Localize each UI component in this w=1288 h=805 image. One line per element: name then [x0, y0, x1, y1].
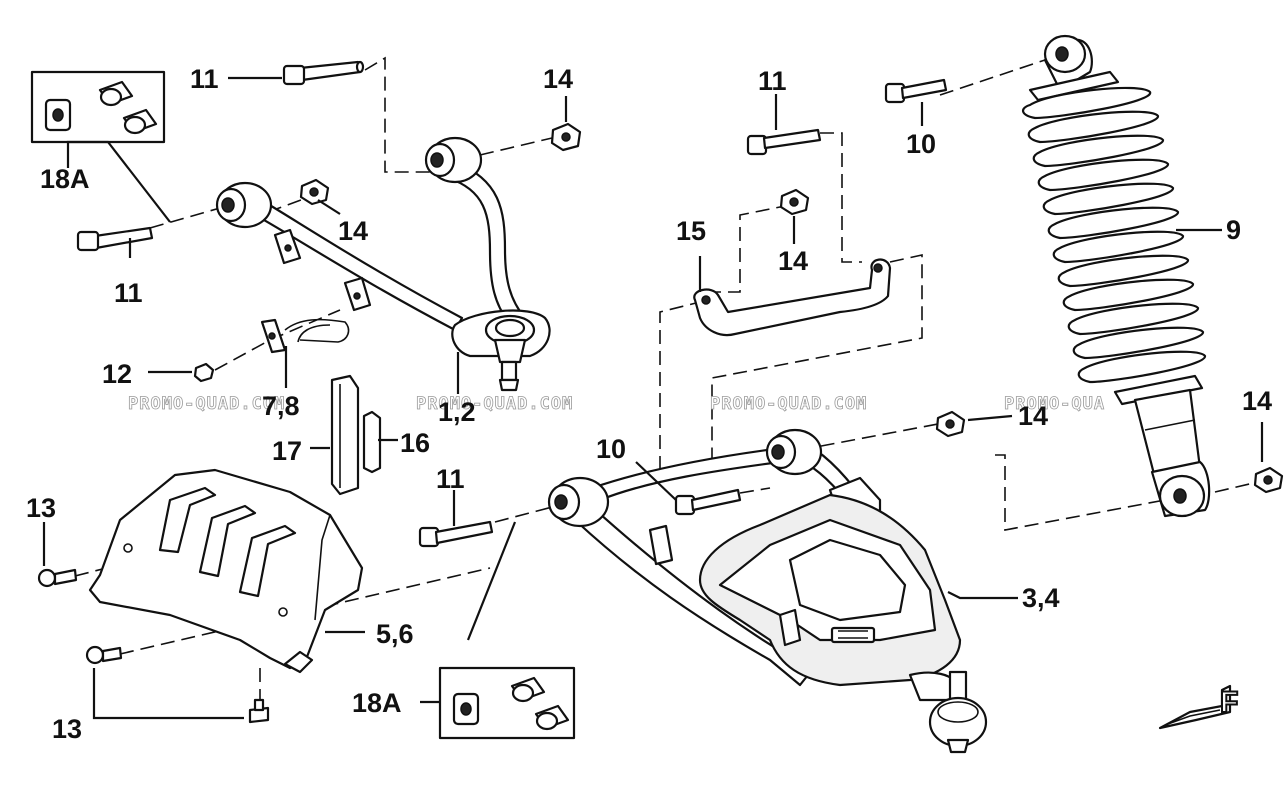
callout-11-mid: 11	[436, 464, 465, 494]
nut-14-upper-arm	[299, 178, 330, 206]
bolt-10-mid	[674, 488, 742, 516]
bushing-kit-18a-bottom	[438, 666, 576, 740]
front-direction-arrow-icon: F	[1158, 684, 1239, 730]
callout-12: 12	[102, 359, 132, 389]
callout-9: 9	[1226, 215, 1241, 245]
callout-14-bracket: 14	[778, 246, 808, 276]
callout-10-mid: 10	[596, 434, 626, 464]
callout-7-8: 7,8	[262, 391, 300, 421]
shock-absorber-9	[1022, 34, 1211, 518]
skid-plate-5-6	[88, 468, 364, 674]
bolt-10-shock	[884, 78, 948, 104]
callout-11-left: 11	[114, 278, 143, 308]
callout-11-bracket: 11	[758, 66, 787, 96]
upper-control-arm	[215, 136, 551, 392]
bracket-15	[693, 258, 892, 337]
nut-14-top	[550, 122, 582, 152]
callout-15: 15	[676, 216, 706, 246]
callout-14-upper-arm: 14	[338, 216, 368, 246]
nut-14-far-right	[1253, 466, 1284, 494]
nut-12	[193, 362, 215, 383]
bolt-13-mid	[85, 645, 123, 665]
callout-17: 17	[272, 436, 302, 466]
watermark-text-1: PROMO-QUAD.COM	[128, 394, 285, 414]
bolt-13-top	[37, 568, 78, 588]
bolt-11-left	[76, 226, 154, 252]
callout-14-right: 14	[1018, 401, 1048, 431]
bushing-kit-18a-top	[30, 70, 166, 144]
callout-5-6: 5,6	[376, 619, 414, 649]
watermark-text-3: PROMO-QUAD.COM	[710, 394, 867, 414]
callout-3-4: 3,4	[1022, 583, 1060, 613]
callout-14-far-right: 14	[1242, 386, 1272, 416]
watermark: PROMO-QUAD.COM PROMO-QUAD.COM PROMO-QUAD…	[128, 394, 1105, 415]
clamp-7-8	[260, 318, 350, 354]
bumper-strip-17	[330, 374, 360, 496]
callout-11-top: 11	[190, 64, 219, 94]
bolt-11-top	[282, 60, 365, 86]
coil-spring	[1022, 86, 1207, 384]
bolt-11-bracket	[746, 128, 822, 156]
lower-control-arm	[547, 428, 988, 754]
nut-14-bracket	[779, 188, 810, 216]
direction-letter: F	[1220, 686, 1238, 719]
bolt-11-mid	[418, 520, 494, 548]
callout-1-2: 1,2	[438, 397, 476, 427]
callouts: 11 14 18A 14 11 12 7,8 1,2 17 16 13 5,6 …	[26, 64, 1272, 744]
nut-14-right	[935, 410, 966, 438]
callout-10-shock: 10	[906, 129, 936, 159]
callout-13-top: 13	[26, 493, 56, 523]
watermark-text-4: PROMO-QUA	[1004, 394, 1105, 414]
bolt-13-bottom	[248, 698, 270, 724]
callout-13-bottom: 13	[52, 714, 82, 744]
callout-16: 16	[400, 428, 430, 458]
callout-18a-top: 18A	[40, 164, 90, 194]
callout-14-top: 14	[543, 64, 573, 94]
watermark-text-2: PROMO-QUAD.COM	[416, 394, 573, 414]
spacer-16	[362, 410, 382, 474]
callout-18a-bottom: 18A	[352, 688, 402, 718]
leader-lines	[42, 76, 1264, 720]
